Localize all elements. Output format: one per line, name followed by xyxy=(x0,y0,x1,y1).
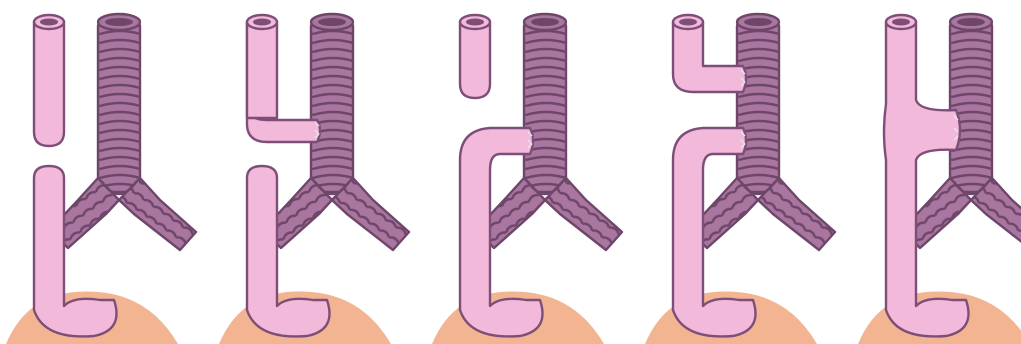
upper-pouch xyxy=(247,22,277,118)
esophagus-lumen xyxy=(679,19,697,26)
trachea-tube xyxy=(737,22,779,192)
trachea-lumen xyxy=(105,18,133,26)
trachea-lumen xyxy=(744,18,772,26)
trachea-tube xyxy=(950,22,992,192)
trachea-lumen xyxy=(531,18,559,26)
upper-pouch xyxy=(460,22,490,98)
esophagus-lumen xyxy=(466,19,484,26)
trachea-tube xyxy=(98,22,140,192)
trachea xyxy=(50,14,196,250)
panel-h-type-fistula xyxy=(858,14,1021,344)
esophagus-lumen xyxy=(892,19,910,26)
trachea-lumen xyxy=(957,18,985,26)
trachea-lumen xyxy=(318,18,346,26)
upper-pouch-fistula xyxy=(673,22,746,92)
panel-isolated-atresia xyxy=(6,14,196,344)
esophagus-lumen xyxy=(253,19,271,26)
esophagus-lumen xyxy=(40,19,58,26)
panel-atresia-double-fistula xyxy=(645,14,835,344)
upper-pouch xyxy=(34,22,64,146)
panel-atresia-proximal-fistula xyxy=(219,14,409,344)
trachea-tube xyxy=(524,22,566,192)
panel-atresia-distal-fistula xyxy=(432,14,622,344)
trachea-tube xyxy=(311,22,353,192)
